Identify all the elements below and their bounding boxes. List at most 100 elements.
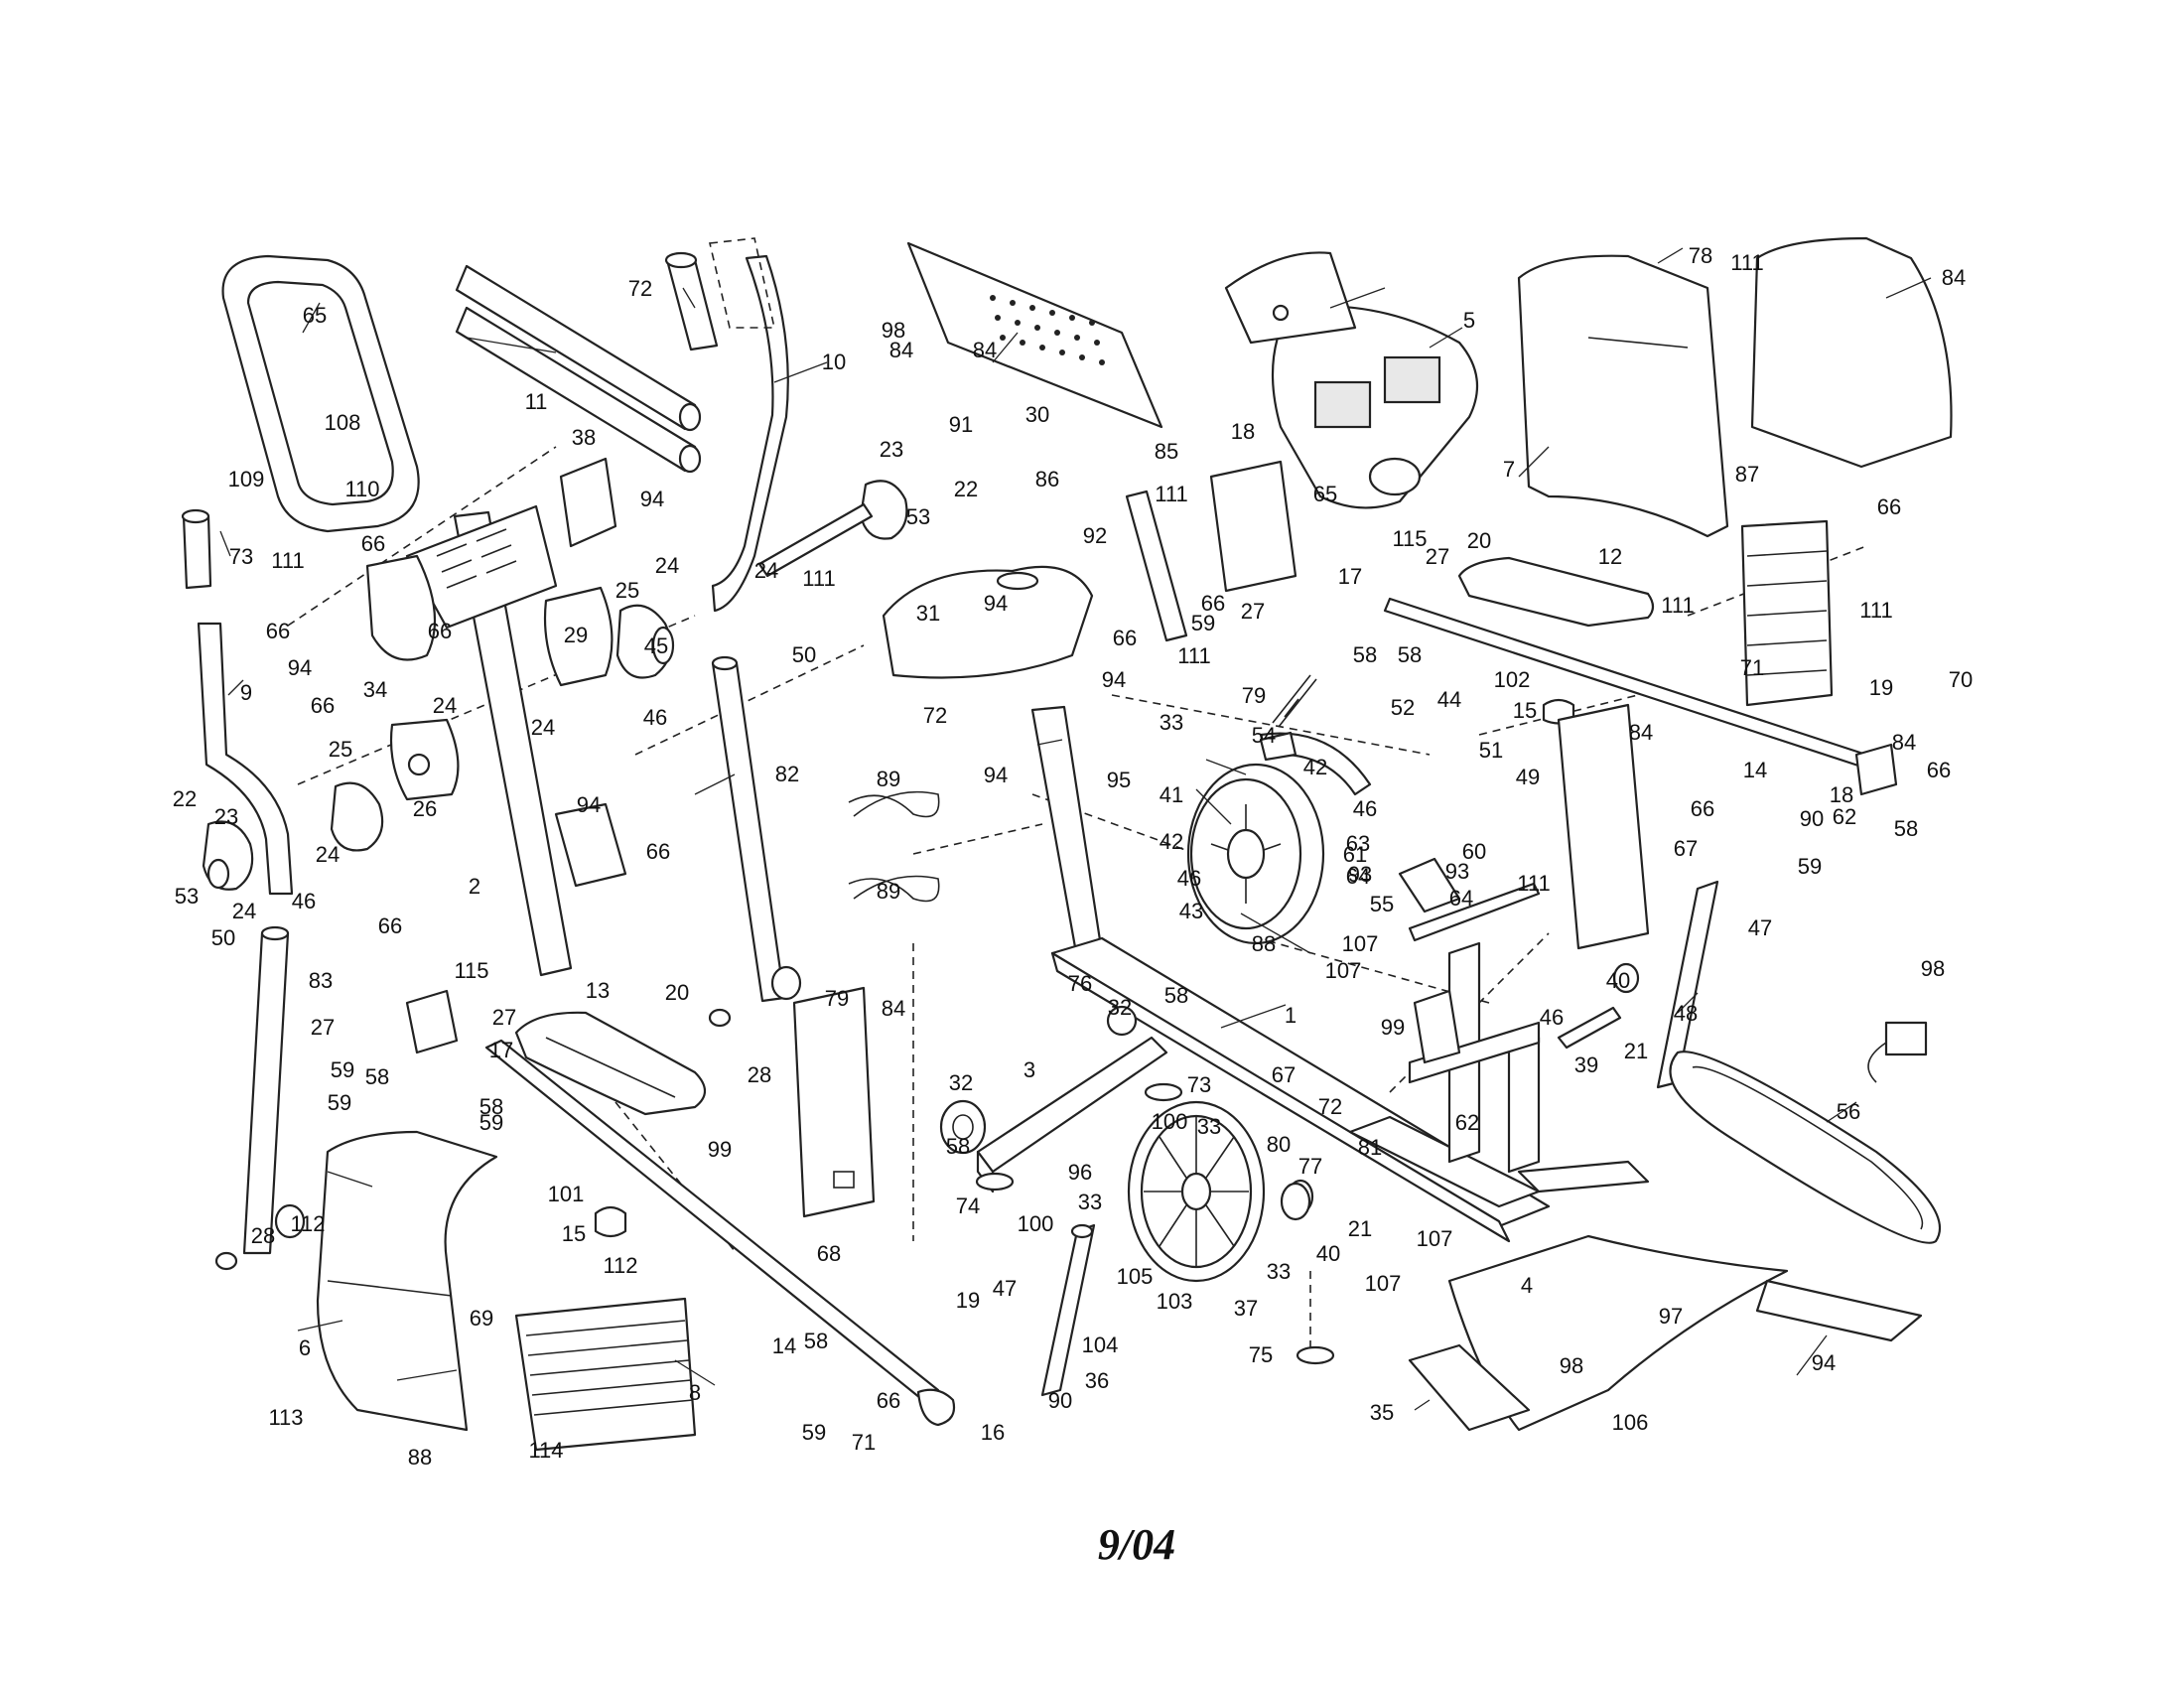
part-label: 64 [1346,864,1370,889]
part-label: 47 [1748,915,1772,940]
part-label: 5 [1463,308,1475,333]
axle-39 [1557,1006,1622,1050]
part-label: 23 [214,804,238,829]
part-label: 112 [603,1253,637,1278]
part-label: 77 [1298,1154,1322,1179]
part-label: 14 [1743,758,1767,782]
cover-81 [1557,703,1650,950]
part-label: 22 [173,786,197,811]
wheel-25-upper [615,604,675,679]
part-label: 33 [1078,1190,1102,1214]
part-label: 115 [1392,526,1427,551]
part-label: 4 [1521,1273,1533,1298]
part-label: 71 [852,1430,876,1455]
part-label: 79 [1242,683,1266,708]
part-label: 64 [1449,886,1473,911]
part-label: 89 [877,767,900,791]
part-label: 87 [1735,462,1759,487]
part-label: 20 [1467,528,1491,553]
part-label: 63 [1346,831,1370,856]
wheel-40-upper [1612,962,1640,994]
part-label: 109 [228,467,265,491]
part-label: 35 [1370,1400,1394,1425]
part-label: 98 [1560,1353,1583,1378]
handlebar-63 [221,254,420,533]
part-label: 48 [1674,1001,1698,1026]
part-label: 111 [1517,871,1550,896]
part-label: 72 [923,703,947,728]
part-label: 18 [1830,782,1853,807]
part-label: 93 [1348,862,1372,887]
shroud-34 [365,554,437,661]
part-label: 39 [1574,1052,1598,1077]
part-label: 79 [825,986,849,1011]
part-label: 58 [365,1064,389,1089]
part-label: 46 [292,889,316,913]
part-label: 25 [615,578,639,603]
part-label: 88 [1252,931,1276,956]
part-label: 62 [1455,1110,1479,1135]
part-label: 108 [325,410,361,435]
part-label: 59 [328,1090,351,1115]
shroud-68 [1740,519,1834,707]
part-label: 80 [1267,1132,1291,1157]
part-label: 114 [528,1438,563,1463]
shroud-7 [1517,254,1729,538]
part-label: 72 [628,276,652,301]
bracket-109 [1125,490,1188,642]
part-label: 58 [1353,642,1377,667]
part-label: 112 [290,1211,325,1236]
cord-86 [848,790,940,818]
shroud-6 [316,1130,498,1432]
part-label: 84 [882,996,905,1021]
part-label: 101 [548,1182,585,1206]
part-label: 23 [880,437,903,462]
part-label: 15 [562,1221,586,1246]
part-label: 73 [1187,1072,1211,1097]
part-label: 89 [877,879,900,904]
part-label: 99 [708,1137,732,1162]
part-labels: 1 2 3 4 5 6 7 8 9 10 11 12 13 14 14 15 1… [173,243,1973,1470]
pedal-13 [514,1011,707,1116]
part-label: 65 [303,303,327,328]
part-label: 62 [1833,804,1856,829]
part-label: 94 [1102,667,1126,692]
part-label: 24 [316,842,340,867]
part-label: 49 [1516,765,1540,789]
part-label: 94 [640,487,664,511]
part-label: 94 [984,763,1008,787]
part-label: 111 [1661,593,1694,618]
part-label: 1 [1285,1003,1297,1028]
bracket-110 [1209,460,1297,593]
part-label: 2 [469,874,480,899]
link-17-left [405,989,459,1054]
part-label: 58 [946,1134,970,1159]
part-label: 90 [1800,806,1824,831]
part-label: 113 [268,1405,303,1430]
part-label: 27 [492,1005,516,1030]
cover-26 [389,718,460,801]
part-label: 111 [271,548,304,573]
pulley-29 [543,586,614,687]
part-label: 82 [775,762,799,786]
part-label: 52 [1391,695,1415,720]
grip-71-upper [664,251,719,351]
part-label: 24 [232,899,256,923]
part-label: 10 [822,350,846,374]
part-label: 32 [949,1070,973,1095]
part-label: 90 [1048,1388,1072,1413]
part-label: 66 [1691,796,1714,821]
wheel-32-lower [939,1099,987,1155]
wheel-25-lower [330,781,384,852]
part-label: 30 [1025,402,1049,427]
part-label: 58 [1894,816,1918,841]
part-label: 55 [1370,892,1394,916]
part-label: 31 [916,601,940,626]
part-label: 65 [1313,482,1337,506]
part-label: 75 [1249,1342,1273,1367]
axle-108 [757,502,874,578]
part-label: 19 [1869,675,1893,700]
part-label: 104 [1082,1333,1119,1357]
flywheel-41 [1186,763,1325,945]
part-label: 50 [211,925,235,950]
